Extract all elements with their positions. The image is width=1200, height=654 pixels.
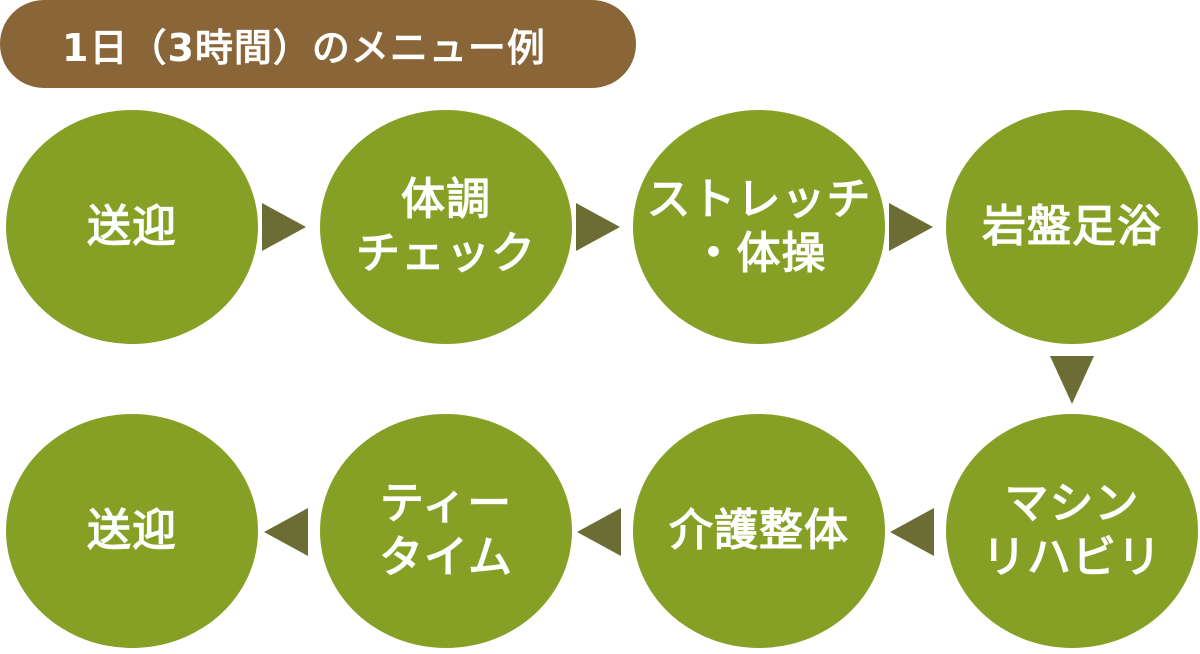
arrow-right-icon bbox=[576, 203, 620, 251]
step-label-line-2: タイム bbox=[378, 532, 514, 583]
step-pickup-start: 送迎 bbox=[6, 110, 258, 344]
arrow-left-icon bbox=[577, 508, 621, 556]
arrow-right-icon bbox=[262, 203, 306, 251]
step-label-line-2: リハビリ bbox=[982, 532, 1162, 583]
step-label: 送迎 bbox=[87, 201, 177, 253]
step-label-line-2: ・体操 bbox=[691, 228, 827, 279]
page-title: 1日（3時間）のメニュー例 bbox=[62, 25, 546, 70]
arrow-down-icon bbox=[1050, 356, 1094, 404]
arrow-left-icon bbox=[890, 508, 934, 556]
step-label: 送迎 bbox=[87, 505, 177, 557]
step-label: 介護整体 bbox=[669, 505, 849, 557]
step-label-line-1: 体調 bbox=[401, 174, 491, 226]
page-title-banner: 1日（3時間）のメニュー例 bbox=[0, 0, 636, 88]
arrow-right-icon bbox=[889, 203, 933, 251]
step-label-line-2: チェック bbox=[356, 228, 536, 279]
step-label-line-1: マシン bbox=[1004, 478, 1140, 530]
step-pickup-end: 送迎 bbox=[6, 414, 258, 648]
step-label: 岩盤足浴 bbox=[982, 201, 1162, 253]
step-machine-rehab: マシン リハビリ bbox=[946, 414, 1198, 648]
step-stretch-exercise: ストレッチ ・体操 bbox=[633, 110, 885, 344]
arrow-left-icon bbox=[264, 508, 308, 556]
step-health-check: 体調 チェック bbox=[320, 110, 572, 344]
step-tea-time: ティー タイム bbox=[320, 414, 572, 648]
step-stone-footbath: 岩盤足浴 bbox=[946, 110, 1198, 344]
step-label-line-1: ストレッチ bbox=[646, 174, 872, 226]
step-label-line-1: ティー bbox=[379, 478, 513, 530]
step-care-seitai: 介護整体 bbox=[633, 414, 885, 648]
